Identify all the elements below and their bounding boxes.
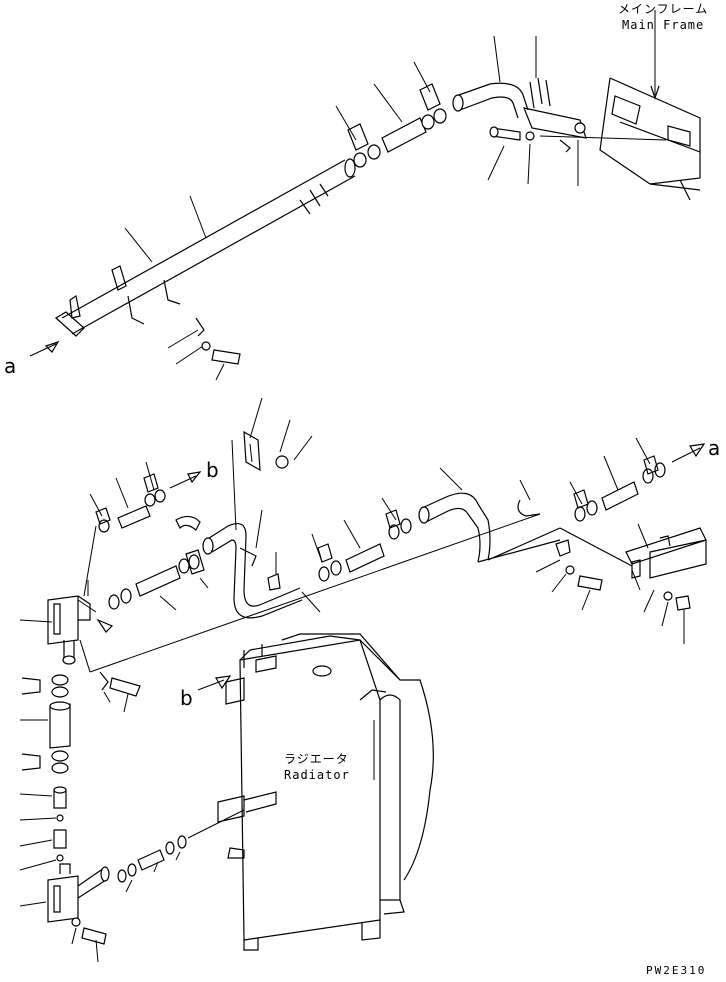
ref-a-left: a xyxy=(4,354,17,378)
ref-b-lower: b xyxy=(180,686,193,710)
ref-b-upper: b xyxy=(206,458,219,482)
lower-radiator-hose-set xyxy=(117,809,245,893)
main-frame-label-en: Main Frame xyxy=(622,18,705,32)
radiator-label-en: Radiator xyxy=(284,768,350,782)
lower-middle-clamps-and-hoses xyxy=(108,497,412,611)
lower-s-pipe-right xyxy=(418,437,706,563)
left-elbow-and-fittings-stack xyxy=(19,513,541,963)
drawing-code: PW2E310 xyxy=(646,964,707,977)
lower-right-bracket xyxy=(535,523,707,644)
upper-long-pipe xyxy=(29,158,356,381)
main-frame-label-jp: メインフレーム xyxy=(618,2,709,16)
ref-a-right: a xyxy=(708,436,721,460)
lower-s-pipe-left xyxy=(175,397,321,619)
radiator-label-jp: ラジエータ xyxy=(284,752,349,766)
lower-left-clamps xyxy=(89,461,202,533)
upper-clamps-and-hose xyxy=(335,61,447,168)
upper-bent-pipe xyxy=(452,35,667,186)
lead-line xyxy=(83,525,97,597)
main-frame-part xyxy=(599,10,701,201)
radiator-part xyxy=(197,633,434,951)
